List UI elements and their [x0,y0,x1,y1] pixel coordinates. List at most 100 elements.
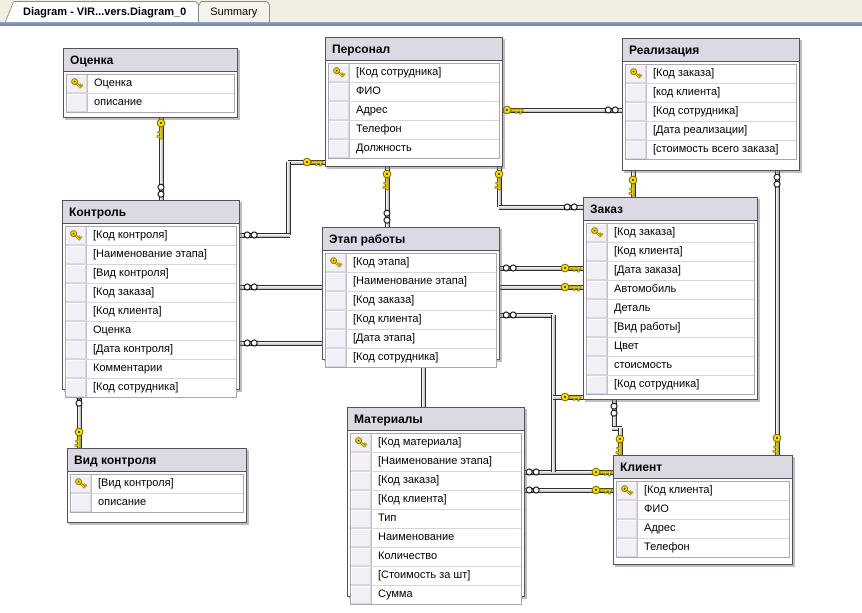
table-etap-raboty[interactable]: Этап работы [Код этапа][Наименование этап… [322,227,500,368]
tab-summary[interactable]: Summary [201,1,271,22]
primary-key-icon [351,434,372,452]
relationship-line-kontrol-etap[interactable] [240,341,322,346]
table-row[interactable]: [Дата реализации] [626,122,796,141]
table-row[interactable]: описание [67,94,234,112]
table-vid-kontrolya[interactable]: Вид контроля [Вид контроля]описание [67,448,247,523]
table-realizaciya[interactable]: Реализация [Код заказа] [код клиента] [Код … [622,38,800,171]
table-row[interactable]: стоисмость [587,357,754,376]
table-row[interactable]: [код клиента] [626,84,796,103]
table-row[interactable]: описание [71,494,243,512]
table-row[interactable]: [Код клиента] [617,482,789,501]
table-row[interactable]: Комментарии [66,360,236,379]
tab-diagram[interactable]: Diagram - VIR...vers.Diagram_0 [14,1,200,22]
table-row[interactable]: [стоимость всего заказа] [626,141,796,159]
table-row[interactable]: Количество [351,548,521,567]
primary-key-icon [67,75,88,93]
relationship-line-zakaz-klient[interactable] [612,426,622,431]
table-zakaz[interactable]: Заказ [Код заказа][Код клиента][Дата зака… [583,197,758,400]
table-row[interactable]: Цвет [587,338,754,357]
column-name: [Код клиента] [644,484,713,496]
table-row[interactable]: [Дата контроля] [66,341,236,360]
table-row[interactable]: Оценка [66,322,236,341]
table-row[interactable]: [Вид контроля] [66,265,236,284]
table-row[interactable]: [Дата этапа] [326,330,496,349]
table-row[interactable]: Телефон [617,539,789,557]
column-name: Автомобиль [614,283,677,295]
table-row[interactable]: [Наименование этапа] [326,273,496,292]
table-row[interactable]: Сумма [351,586,521,604]
table-row[interactable]: [Код контроля] [66,227,236,246]
relationship-line-personal-kontrol[interactable] [286,162,291,235]
table-row[interactable]: [Стоимость за шт] [351,567,521,586]
table-row[interactable]: [Код заказа] [351,472,521,491]
relationship-line-personal-kontrol[interactable] [240,233,290,238]
relationship-line-etap-klient[interactable] [551,315,556,472]
table-row[interactable]: [Код заказа] [326,292,496,311]
table-row[interactable]: ФИО [329,83,499,102]
relationship-line-personal-etap[interactable] [385,167,390,227]
table-title-klient[interactable]: Клиент [614,456,792,479]
table-row[interactable]: Наименование [351,529,521,548]
row-selector [66,360,87,378]
row-selector [329,140,350,158]
table-row[interactable]: [Код сотрудника] [66,379,236,397]
table-row[interactable]: [Вид контроля] [71,475,243,494]
table-row[interactable]: [Код сотрудника] [326,349,496,367]
relationship-line-etap-materialy[interactable] [421,360,426,407]
key-icon [494,169,504,191]
row-selector [351,529,372,547]
relationship-line-materialy-klient[interactable] [525,488,613,493]
table-row[interactable]: Автомобиль [587,281,754,300]
table-row[interactable]: Оценка [67,75,234,94]
relationship-line-etap-klient[interactable] [553,470,613,475]
table-row[interactable]: [Код клиента] [351,491,521,510]
table-row[interactable]: [Код материала] [351,434,521,453]
table-row[interactable]: [Наименование этапа] [66,246,236,265]
table-kontrol[interactable]: Контроль [Код контроля][Наименование этап… [62,200,240,398]
relationship-line-etap-klient[interactable] [500,313,553,318]
relationship-line-personal-zakaz[interactable] [499,205,583,210]
table-row[interactable]: [Код клиента] [587,243,754,262]
table-row[interactable]: [Код заказа] [587,224,754,243]
table-row[interactable]: Деталь [587,300,754,319]
table-row[interactable]: [Код сотрудника] [626,103,796,122]
table-row[interactable]: [Код заказа] [66,284,236,303]
table-title-zakaz[interactable]: Заказ [584,198,757,221]
table-title-personal[interactable]: Персонал [326,38,502,61]
key-icon [560,282,582,292]
table-title-vid-kontrolya[interactable]: Вид контроля [68,449,246,472]
table-row[interactable]: Должность [329,140,499,158]
column-name: [код клиента] [653,86,721,98]
column-name: Оценка [93,324,132,336]
table-title-etap-raboty[interactable]: Этап работы [323,228,499,251]
table-row[interactable]: [Код клиента] [326,311,496,330]
table-row[interactable]: Тип [351,510,521,529]
table-row[interactable]: [Дата заказа] [587,262,754,281]
table-row[interactable]: [Наименование этапа] [351,453,521,472]
table-row[interactable]: Телефон [329,121,499,140]
relationship-line-realizaciya-klient[interactable] [775,171,780,455]
table-row[interactable]: Адрес [617,520,789,539]
table-title-realizaciya[interactable]: Реализация [623,39,799,62]
table-title-materialy[interactable]: Материалы [348,408,524,431]
relationship-line-materialy-zakaz[interactable] [551,397,556,472]
relationship-line-personal-realizaciya[interactable] [503,108,622,113]
table-row[interactable]: [Код этапа] [326,254,496,273]
relationship-line-ocenka-kontrol[interactable] [159,118,164,200]
table-row[interactable]: ФИО [617,501,789,520]
table-materialy[interactable]: Материалы [Код материала][Наименование эт… [347,407,525,605]
relationship-line-kontrol-vidkontrolya[interactable] [77,390,82,448]
table-row[interactable]: [Код заказа] [626,65,796,84]
relationship-line-etap-zakaz[interactable] [500,266,583,271]
table-row[interactable]: [Вид работы] [587,319,754,338]
table-row[interactable]: [Код клиента] [66,303,236,322]
table-title-kontrol[interactable]: Контроль [63,201,239,224]
table-row[interactable]: Адрес [329,102,499,121]
table-row[interactable]: [Код сотрудника] [587,376,754,394]
table-title-ocenka[interactable]: Оценка [64,49,237,72]
table-row[interactable]: [Код сотрудника] [329,64,499,83]
